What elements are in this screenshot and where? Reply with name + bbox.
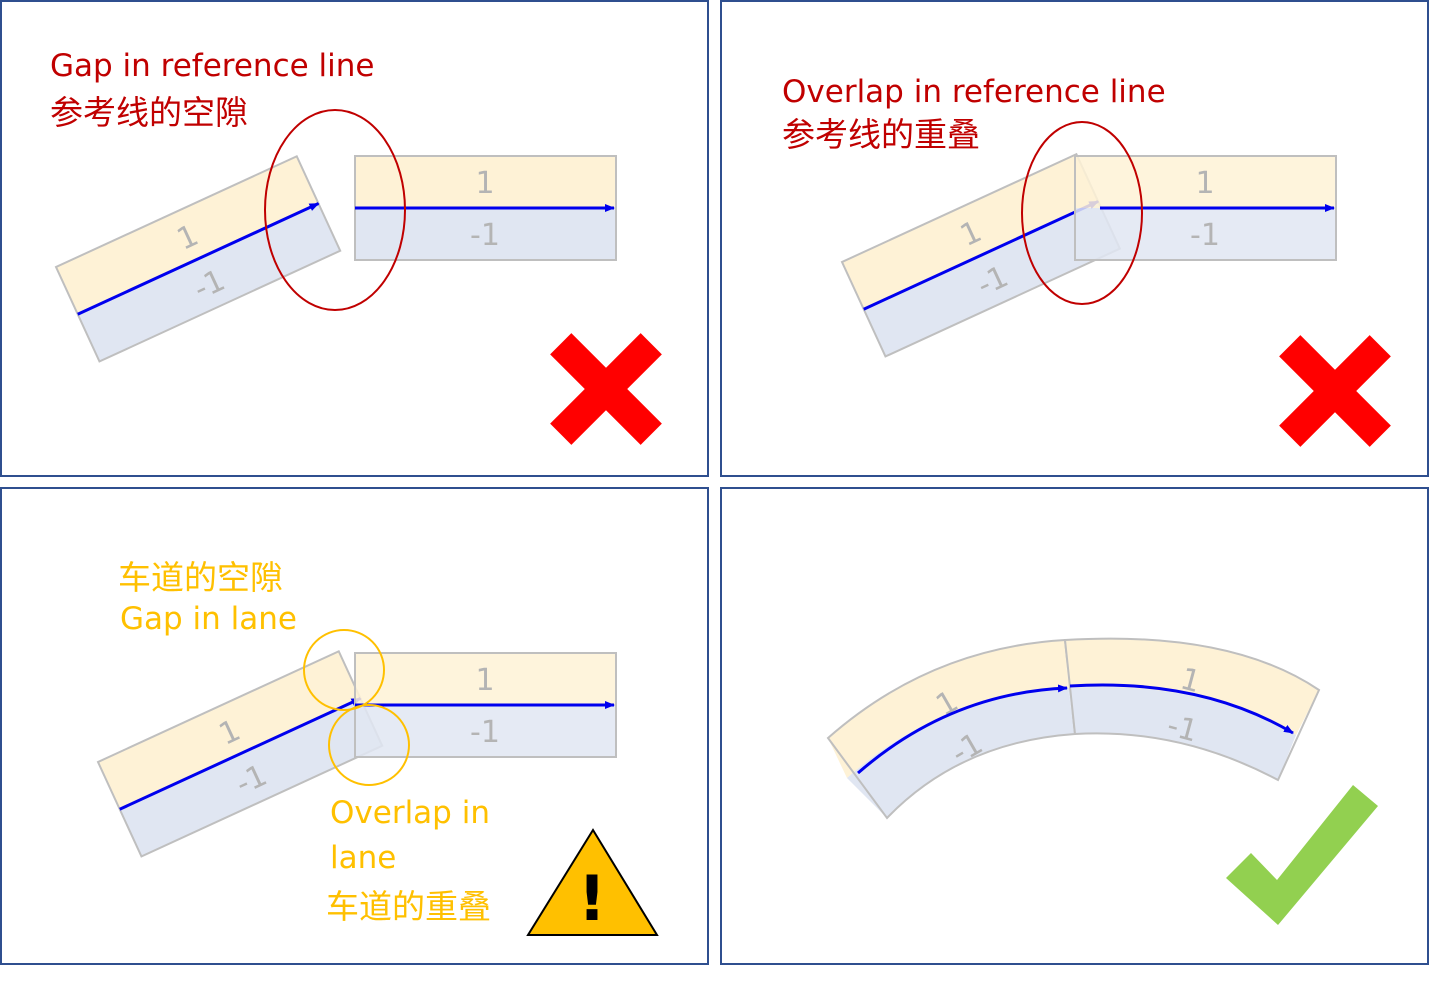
panel-lane-gap-overlap: 1 -1 1 -1 车道的空隙 Gap in lane Overlap in l… — [0, 487, 709, 965]
reference-line-arrow — [119, 697, 362, 811]
road-outline — [1074, 155, 1337, 261]
lane-label-right: -1 — [1190, 218, 1220, 253]
lane-overlap-caption-cn: 车道的重叠 — [326, 887, 491, 926]
caption-cn: 参考线的重叠 — [782, 115, 980, 154]
curved-road-segment-1: 1 -1 — [826, 638, 1077, 820]
lane-overlap-caption-en-line1: Overlap in — [330, 795, 490, 831]
warning-icon: ! — [526, 828, 659, 936]
lane-label-right: -1 — [470, 218, 500, 253]
reference-line-arrow — [857, 684, 1068, 775]
lane-gap-caption-cn: 车道的空隙 — [118, 558, 283, 597]
left-lane — [98, 651, 361, 810]
lane-label-left: 1 — [475, 663, 494, 698]
lane-label-left: 1 — [1195, 166, 1214, 201]
panel-continuous-curve: 1 -1 1 -1 — [720, 487, 1429, 965]
straight-road-segment: 1 -1 — [354, 155, 617, 261]
warning-glyph: ! — [578, 862, 606, 935]
straight-road-segment: 1 -1 — [1074, 155, 1337, 261]
right-lane — [119, 698, 383, 857]
left-lane — [1075, 156, 1336, 208]
angled-road-segment: 1 -1 — [840, 152, 1122, 358]
lane-label-left: 1 — [475, 166, 494, 201]
caption-cn: 参考线的空隙 — [50, 93, 248, 132]
left-lane — [842, 154, 1099, 310]
check-icon — [1226, 785, 1378, 925]
left-lane — [828, 640, 1068, 778]
cross-icon — [1279, 335, 1391, 447]
caption-en: Gap in reference line — [50, 48, 375, 84]
right-lane — [355, 705, 616, 757]
overlap-highlight-circle — [1021, 121, 1143, 305]
right-lane — [1068, 686, 1296, 780]
straight-road-segment: 1 -1 — [354, 652, 617, 758]
right-lane — [77, 203, 341, 362]
panel-gap-reference-line: 1 -1 1 -1 Gap in reference line 参考线的空隙 — [0, 0, 709, 477]
gap-highlight-circle — [264, 109, 406, 311]
caption-en: Overlap in reference line — [782, 74, 1166, 110]
angled-road-segment: 1 -1 — [96, 649, 384, 858]
angled-road-segment: 1 -1 — [54, 154, 342, 363]
road-outline — [1063, 637, 1321, 782]
reference-line-arrow — [77, 202, 320, 316]
panel-overlap-reference-line: 1 -1 1 -1 Overlap in reference line 参考线的… — [720, 0, 1429, 477]
reference-line-arrow — [863, 200, 1100, 311]
left-lane — [1065, 638, 1319, 735]
lane-gap-circle — [303, 629, 385, 711]
lane-label-right: -1 — [470, 715, 500, 750]
lane-overlap-caption-en-line2: lane — [330, 840, 396, 876]
right-lane — [1075, 208, 1336, 260]
lane-gap-caption-en: Gap in lane — [120, 601, 297, 637]
lane-overlap-circle — [328, 704, 410, 786]
left-lane — [355, 653, 616, 705]
left-lane — [56, 156, 319, 315]
right-lane — [863, 201, 1120, 357]
right-lane — [847, 688, 1075, 818]
reference-line-arrow — [1069, 683, 1294, 735]
cross-icon — [550, 333, 662, 445]
curved-road-segment-2: 1 -1 — [1063, 637, 1321, 782]
